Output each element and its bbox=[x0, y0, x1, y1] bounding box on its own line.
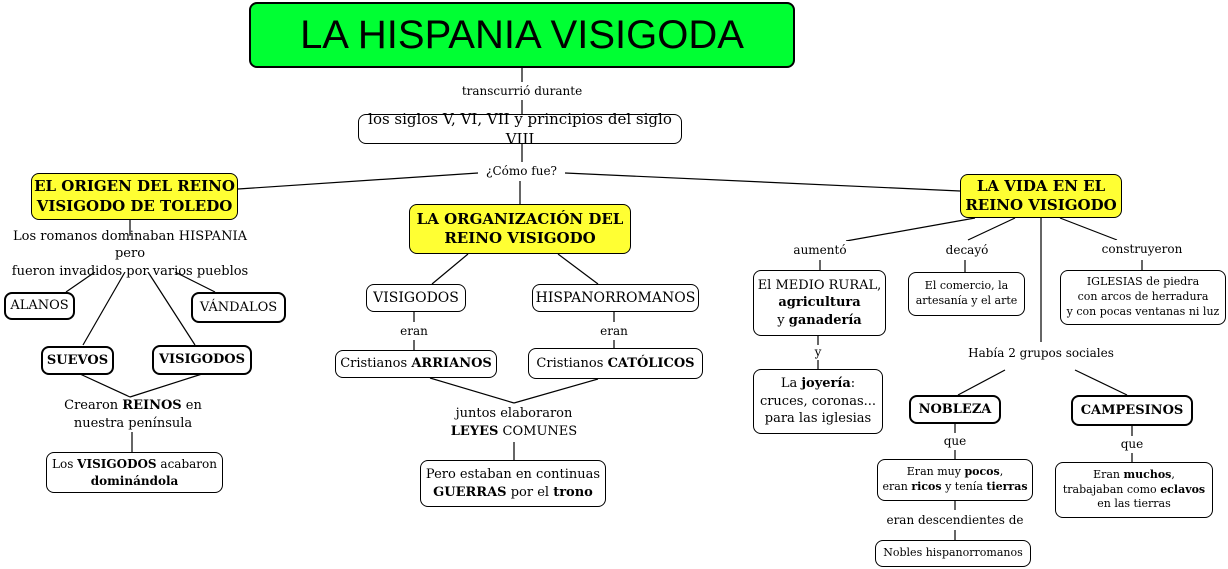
link-label-que-left: que bbox=[940, 433, 970, 450]
nobles-hispanorromanos-node: Nobles hispanorromanos bbox=[875, 540, 1031, 567]
nobleza-node: NOBLEZA bbox=[909, 395, 1001, 424]
joyeria-node: La joyería:cruces, coronas...para las ig… bbox=[753, 369, 883, 434]
link-label-aumento: aumentó bbox=[790, 241, 850, 260]
grupos-sociales-text: Había 2 grupos sociales bbox=[962, 343, 1120, 363]
suevos-node: SUEVOS bbox=[41, 346, 114, 375]
alanos-node: ALANOS bbox=[4, 292, 75, 320]
link-label-que-right: que bbox=[1117, 436, 1147, 453]
vandalos-node: VÁNDALOS bbox=[191, 292, 286, 323]
map-title-text: LA HISPANIA VISIGODA bbox=[300, 13, 744, 57]
visigodos-origen-node: VISIGODOS bbox=[152, 345, 252, 375]
link-label-eran-left: eran bbox=[396, 322, 432, 340]
link-label-transcurrio: transcurrió durante bbox=[452, 83, 592, 100]
catolicos-node: Cristianos CATÓLICOS bbox=[528, 348, 703, 379]
visigodos-org-node: VISIGODOS bbox=[366, 284, 466, 312]
campesinos-node: CAMPESINOS bbox=[1071, 395, 1193, 426]
nobleza-detalle-node: Eran muy pocos,eran ricos y tenía tierra… bbox=[877, 459, 1033, 501]
map-title: LA HISPANIA VISIGODA bbox=[249, 2, 795, 68]
link-label-eran-right: eran bbox=[596, 322, 632, 340]
link-label-descendientes: eran descendientes de bbox=[880, 510, 1030, 530]
hispanorromanos-node: HISPANORROMANOS bbox=[532, 284, 699, 312]
arrianos-node: Cristianos ARRIANOS bbox=[335, 350, 497, 378]
link-label-construyeron: construyeron bbox=[1097, 240, 1187, 259]
link-label-como-fue: ¿Cómo fue? bbox=[478, 162, 565, 181]
siglos-node: los siglos V, VI, VII y principios del s… bbox=[358, 110, 682, 148]
link-label-y: y bbox=[808, 345, 828, 360]
link-label-decayo: decayó bbox=[940, 241, 994, 260]
